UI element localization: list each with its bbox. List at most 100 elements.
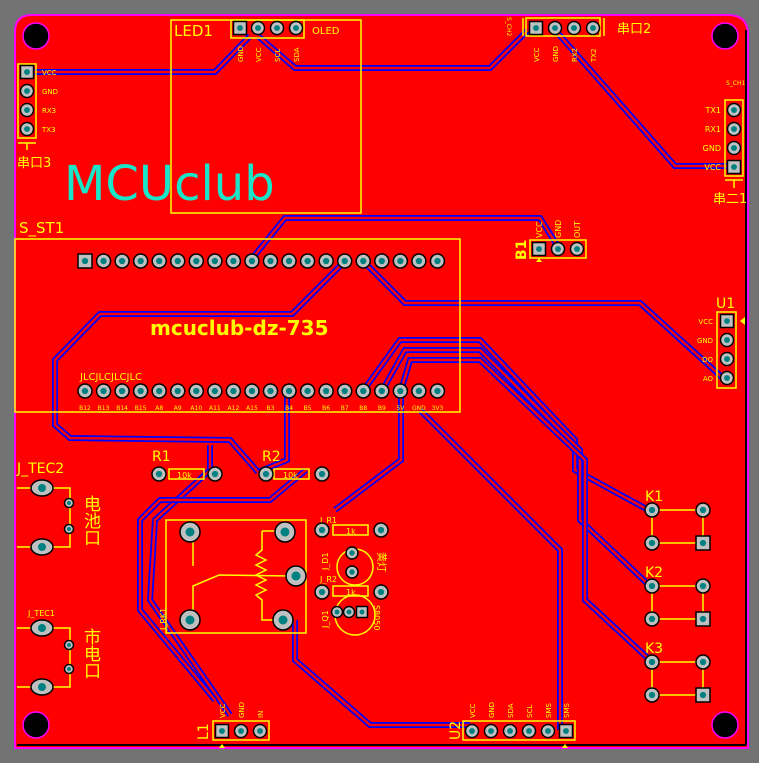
drill-hole — [341, 257, 348, 265]
drill-hole — [304, 387, 311, 395]
drill-hole — [590, 25, 596, 31]
k1-ref: K1 — [645, 489, 663, 505]
drill-hole — [291, 571, 301, 581]
drill-hole — [360, 387, 367, 395]
drill-hole — [469, 728, 475, 734]
drill-hole — [488, 728, 494, 734]
pin-label: B4 — [285, 405, 293, 412]
pin-label: VCC — [533, 47, 541, 62]
j-r2-value: 1k — [346, 588, 356, 597]
drill-hole — [731, 126, 737, 132]
mcuclub-logo: MCUclub — [64, 156, 275, 212]
drill-hole — [174, 387, 181, 395]
drill-hole — [278, 615, 288, 625]
drill-hole — [648, 506, 656, 514]
drill-hole — [66, 500, 72, 506]
drill-hole — [100, 387, 107, 395]
pin-label: RX3 — [42, 107, 56, 115]
pin-label: IN — [257, 711, 265, 718]
pin-label: DO — [702, 356, 713, 364]
j-d1-ref: J_D1 — [321, 552, 330, 571]
drill-hole — [397, 387, 404, 395]
drill-hole — [174, 257, 181, 265]
board-name: mcuclub-dz-735 — [150, 316, 329, 340]
pin-label: GND — [488, 702, 496, 718]
drill-hole — [274, 25, 280, 31]
r1-value: 10k — [177, 471, 192, 480]
pin-label: VCC — [698, 318, 713, 326]
pin-label: SDA — [293, 47, 301, 62]
pin-label: A10 — [190, 405, 202, 412]
drill-hole — [378, 257, 385, 265]
j-tec1-ref: J_TEC1 — [27, 609, 55, 618]
pin-label: GND — [554, 220, 563, 238]
drill-hole — [563, 728, 569, 734]
j-tec2-label: 电池口 — [80, 495, 101, 546]
drill-hole — [66, 526, 72, 532]
drill-hole — [81, 257, 89, 265]
pin-label: A9 — [174, 405, 182, 412]
drill-hole — [724, 356, 730, 362]
pin-label: VCC — [704, 163, 721, 172]
drill-hole — [285, 387, 293, 395]
pin-label: A15 — [246, 405, 258, 412]
drill-hole — [533, 25, 539, 31]
pin-label: 5V — [396, 405, 405, 412]
u1-connector: U1 — [716, 296, 745, 389]
pin-label: GND — [697, 337, 713, 345]
uart3-ref: 串口3 — [17, 156, 51, 171]
drill-hole — [724, 318, 730, 324]
drill-hole — [334, 609, 340, 615]
drill-hole — [219, 728, 225, 734]
pin-label: B3 — [267, 405, 275, 412]
drill-hole — [699, 658, 707, 666]
drill-hole — [349, 550, 355, 556]
drill-hole — [267, 257, 274, 265]
pin-label: GND — [703, 144, 721, 153]
pin-label: B8 — [359, 405, 367, 412]
drill-hole — [24, 126, 30, 132]
drill-hole — [346, 609, 352, 615]
drill-hole — [377, 588, 385, 596]
drill-hole — [230, 257, 237, 265]
drill-hole — [507, 728, 513, 734]
pin-label: GND — [237, 46, 245, 62]
drill-hole — [118, 387, 126, 395]
pin-label: B12 — [79, 405, 91, 412]
drill-hole — [724, 375, 730, 381]
drill-hole — [293, 25, 299, 31]
pin-label: VCC — [255, 47, 263, 62]
r2-value: 10k — [283, 471, 298, 480]
drill-hole — [699, 506, 707, 514]
pin-label: B13 — [98, 405, 110, 412]
resistor-r1: R1 10k — [152, 449, 205, 480]
drill-hole — [193, 387, 200, 395]
pin-label: SMS — [563, 703, 571, 718]
drill-hole — [648, 615, 656, 623]
l1-ref: L1 — [196, 723, 212, 740]
r2-ref: R2 — [262, 449, 281, 465]
drill-hole — [359, 609, 365, 615]
drill-hole — [545, 728, 551, 734]
j-q1-ref: J_Q1 — [321, 610, 330, 629]
drill-hole — [648, 691, 656, 699]
drill-hole — [248, 257, 256, 265]
pin-label: B14 — [116, 405, 128, 412]
drill-hole — [648, 582, 656, 590]
drill-hole — [434, 387, 441, 395]
drill-hole — [211, 257, 219, 265]
pin-label: A8 — [155, 405, 163, 412]
drill-hole — [699, 539, 707, 547]
drill-hole — [280, 527, 290, 537]
k3-ref: K3 — [645, 641, 663, 657]
k2-ref: K2 — [645, 565, 663, 581]
drill-hole — [211, 387, 219, 395]
drill-hole — [648, 539, 656, 547]
drill-hole — [360, 257, 367, 265]
drill-hole — [262, 470, 270, 478]
drill-hole — [230, 387, 237, 395]
pin-label: TX2 — [590, 48, 598, 63]
drill-hole — [349, 569, 355, 575]
